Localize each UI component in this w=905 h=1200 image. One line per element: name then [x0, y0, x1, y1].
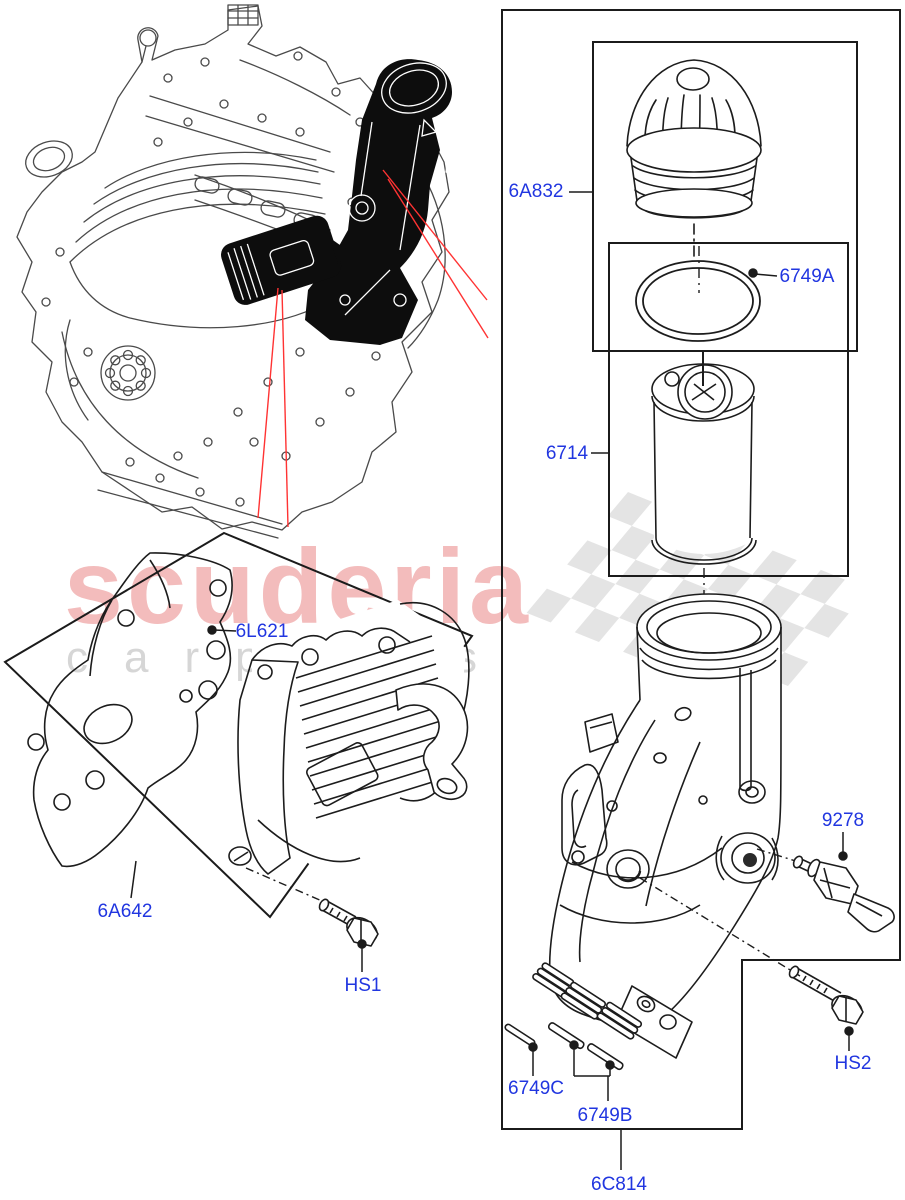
- part-label-cap[interactable]: 6A832: [508, 181, 564, 202]
- part-label-sensor[interactable]: 9278: [821, 810, 865, 831]
- cooler-gasket-drawing: [27, 552, 233, 868]
- oil-cooler-drawing: [228, 600, 470, 902]
- part-label-oring[interactable]: 6749A: [779, 266, 835, 287]
- label-leader-lines: [130, 191, 854, 1170]
- part-label-seal-c[interactable]: 6749C: [508, 1078, 564, 1099]
- part-label-hs2[interactable]: HS2: [834, 1053, 872, 1074]
- cooler-assembly-frame: [3, 531, 474, 919]
- part-label-hs1[interactable]: HS1: [344, 975, 382, 996]
- bolt-hs1-drawing: [318, 898, 379, 947]
- cap-frame: [592, 41, 858, 352]
- oring-seal-drawing: [635, 246, 761, 342]
- engine-filter-housing-highlight: [305, 59, 465, 345]
- part-label-housing[interactable]: 6C814: [591, 1174, 647, 1195]
- oil-pressure-sensor-drawing: [792, 855, 895, 933]
- part-label-seal-b[interactable]: 6749B: [577, 1105, 633, 1126]
- red-callout-lines: [257, 169, 489, 528]
- callout-frames: [3, 9, 901, 1130]
- engine-illustration: [16, 4, 450, 539]
- engine-oil-cooler-highlight: [221, 215, 347, 305]
- filter-housing-drawing: [532, 593, 801, 1059]
- part-label-cooler[interactable]: 6A642: [97, 901, 153, 922]
- part-label-gasket[interactable]: 6L621: [235, 621, 289, 642]
- oil-filter-cap-drawing: [626, 59, 762, 259]
- watermark-brand-text: scuderia: [64, 528, 533, 646]
- filter-element-drawing: [651, 352, 757, 630]
- part-label-filter[interactable]: 6714: [545, 443, 589, 464]
- filter-frame: [608, 242, 849, 577]
- housing-assembly-frame: [501, 9, 901, 1130]
- bolt-hs2-drawing: [788, 965, 864, 1025]
